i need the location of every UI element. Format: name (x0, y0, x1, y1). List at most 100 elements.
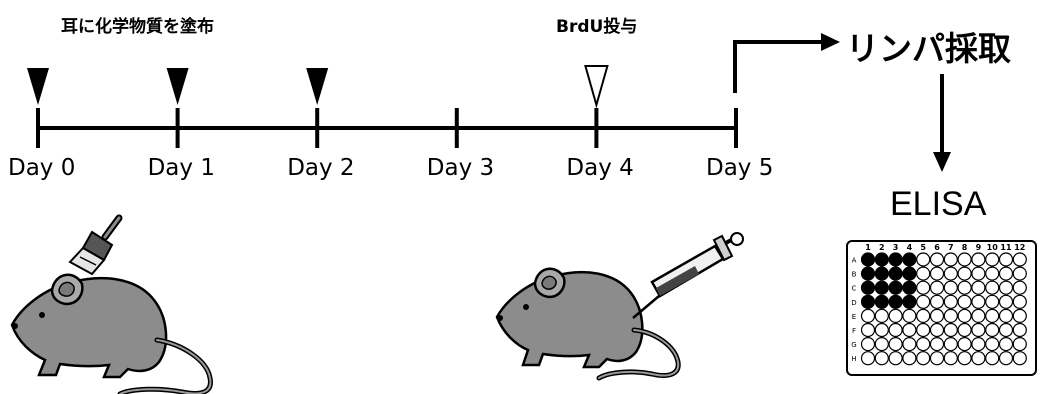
plate-well-empty (971, 308, 986, 323)
plate-well-empty (985, 308, 1000, 323)
plate-well-empty (929, 252, 945, 267)
plate-well-empty (998, 351, 1014, 366)
paintbrush-icon (68, 214, 123, 276)
plate-well-empty (943, 308, 958, 323)
application-label: 耳に化学物質を塗布 (61, 17, 214, 37)
plate-well-filled (860, 252, 876, 267)
plate-row-label: G (851, 341, 856, 349)
plate-well-filled (888, 266, 903, 281)
plate-well-empty (929, 322, 945, 338)
plate-well-empty (929, 266, 945, 281)
plate-column-label: 1 (865, 243, 871, 252)
day-label: Day 3 (426, 155, 495, 181)
plate-well-empty (888, 351, 903, 366)
elisa-arrowhead (933, 152, 951, 172)
plate-well-filled (874, 294, 889, 309)
plate-well-empty (971, 294, 986, 309)
plate-well-empty (998, 294, 1014, 309)
plate-column-label: 6 (934, 243, 940, 252)
plate-row-label: C (852, 285, 857, 293)
application-marker (306, 68, 329, 105)
plate-column-label: 8 (962, 243, 968, 252)
plate-well-empty (916, 294, 931, 309)
mouse-icon (10, 273, 213, 394)
plate-row-label: H (851, 355, 856, 363)
plate-well-empty (860, 337, 876, 352)
plate-well-empty (929, 351, 945, 366)
plate-well-empty (929, 337, 945, 352)
day-label: Day 1 (147, 155, 215, 181)
day-label: Day 4 (566, 155, 634, 181)
plate-well-empty (1012, 308, 1027, 323)
plate-column-label: 2 (879, 243, 885, 252)
plate-well-filled (888, 252, 903, 267)
plate-well-empty (916, 280, 931, 295)
plate-well-empty (971, 351, 986, 366)
plate-well-empty (971, 337, 986, 352)
timeline-markers (27, 65, 609, 109)
plate-well-empty (860, 322, 876, 338)
plate-well-empty (985, 252, 1000, 267)
plate-well-empty (998, 280, 1014, 295)
plate-well-empty (985, 337, 1000, 352)
plate-well-empty (985, 294, 1000, 309)
plate-well-empty (971, 322, 986, 338)
plate-well-empty (998, 252, 1014, 267)
lymph-arrow (733, 40, 826, 93)
plate-row-label: A (852, 257, 857, 265)
plate-well-empty (998, 308, 1014, 323)
application-marker (166, 68, 189, 105)
plate-well-empty (943, 322, 958, 338)
brdu-marker (584, 65, 609, 109)
plate-well-filled (874, 280, 889, 295)
plate-column-label: 4 (907, 243, 913, 252)
plate-column-label: 12 (1014, 243, 1025, 252)
plate-well-empty (971, 252, 986, 267)
plate-well-empty (902, 351, 917, 366)
plate-well-empty (860, 351, 876, 366)
plate-well-empty (1012, 280, 1027, 295)
plate-well-empty (874, 322, 889, 338)
plate-well-filled (860, 266, 876, 281)
lymph-arrowhead (821, 33, 840, 51)
day-label: Day 5 (706, 155, 774, 181)
plate-well-filled (888, 280, 903, 295)
plate-well-empty (874, 308, 889, 323)
plate-well-empty (957, 322, 972, 338)
plate-well-empty (985, 280, 1000, 295)
plate-well-empty (1012, 252, 1027, 267)
plate-well-empty (888, 308, 903, 323)
plate-well-empty (957, 337, 972, 352)
plate-well-empty (957, 308, 972, 323)
plate-well-empty (957, 351, 972, 366)
plate-well-empty (916, 351, 931, 366)
plate-well-empty (874, 337, 889, 352)
plate-well-empty (916, 308, 931, 323)
plate-column-label: 9 (976, 243, 982, 252)
plate-well-empty (943, 351, 958, 366)
brdu-label: BrdU投与 (556, 17, 638, 37)
plate-well-filled (860, 294, 876, 309)
plate-well-empty (929, 280, 945, 295)
plate-well-empty (902, 308, 917, 323)
plate-well-empty (943, 280, 958, 295)
plate-well-filled (860, 280, 876, 295)
plate-well-filled (902, 294, 917, 309)
elisa-label: ELISA (890, 185, 987, 223)
plate-well-filled (888, 294, 903, 309)
plate-well-empty (1012, 337, 1027, 352)
plate-column-label: 11 (1000, 243, 1012, 252)
plate-well-filled (874, 266, 889, 281)
plate-well-empty (916, 322, 931, 338)
plate-column-label: 5 (920, 243, 926, 252)
plate-well-empty (957, 266, 972, 281)
plate-well-empty (1012, 351, 1027, 366)
plate-well-empty (1012, 322, 1027, 338)
plate-well-filled (902, 266, 917, 281)
day-label: Day 2 (287, 155, 355, 181)
plate-well-empty (943, 294, 958, 309)
